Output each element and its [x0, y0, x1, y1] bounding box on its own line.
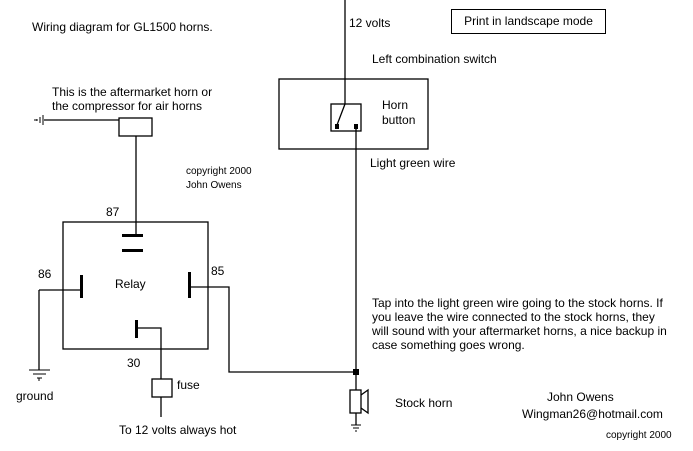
- label-pin-30: 30: [127, 356, 141, 370]
- diagram-title: Wiring diagram for GL1500 horns.: [32, 20, 213, 34]
- contact-87-upper: [122, 234, 143, 237]
- ground-icon-stock-horn: [351, 424, 361, 432]
- junction-dot: [353, 369, 359, 375]
- stock-horn-body: [349, 389, 362, 414]
- label-fuse: fuse: [177, 378, 200, 392]
- combination-switch-box: [278, 78, 429, 150]
- label-light-green-wire: Light green wire: [370, 156, 456, 170]
- ground-icon-relay: [29, 369, 50, 381]
- label-stock-horn: Stock horn: [395, 396, 453, 410]
- label-12-volts: 12 volts: [349, 16, 391, 30]
- ground-icon-aftermarket: [34, 115, 44, 125]
- label-relay: Relay: [115, 277, 146, 291]
- contact-30-bar: [135, 320, 138, 338]
- instructions-text: Tap into the light green wire going to t…: [372, 296, 667, 352]
- label-button: button: [382, 113, 416, 127]
- contact-87-lower: [122, 249, 143, 252]
- author-email: Wingman26@hotmail.com: [522, 407, 663, 421]
- wire-85: [189, 286, 356, 373]
- label-horn: Horn: [382, 98, 409, 112]
- footer-copyright: copyright 2000: [606, 430, 672, 441]
- horn-button-box: [330, 103, 362, 132]
- switch-contact-right: [354, 124, 358, 129]
- label-pin-86: 86: [38, 267, 52, 281]
- label-left-combination-switch: Left combination switch: [372, 52, 497, 66]
- wire-30: [136, 327, 162, 379]
- label-aftermarket-horn-line2: the compressor for air horns: [52, 99, 203, 113]
- relay-box: [62, 221, 209, 350]
- label-copyright: copyright 2000: [186, 166, 252, 177]
- fuse-box: [151, 378, 173, 398]
- label-ground: ground: [16, 389, 54, 403]
- label-author: John Owens: [186, 180, 242, 191]
- label-aftermarket-horn-line1: This is the aftermarket horn or: [52, 85, 213, 99]
- contact-86-bar: [80, 275, 83, 298]
- switch-contact-left: [335, 124, 339, 129]
- label-pin-85: 85: [211, 264, 225, 278]
- stock-horn-cone: [360, 388, 369, 415]
- contact-85-bar: [188, 272, 191, 298]
- aftermarket-horn-box: [118, 117, 153, 137]
- switch-arm: [336, 103, 346, 126]
- label-always-hot: To 12 volts always hot: [119, 423, 237, 437]
- print-note: Print in landscape mode: [451, 9, 606, 34]
- author-name: John Owens: [547, 390, 614, 404]
- label-pin-87: 87: [106, 205, 120, 219]
